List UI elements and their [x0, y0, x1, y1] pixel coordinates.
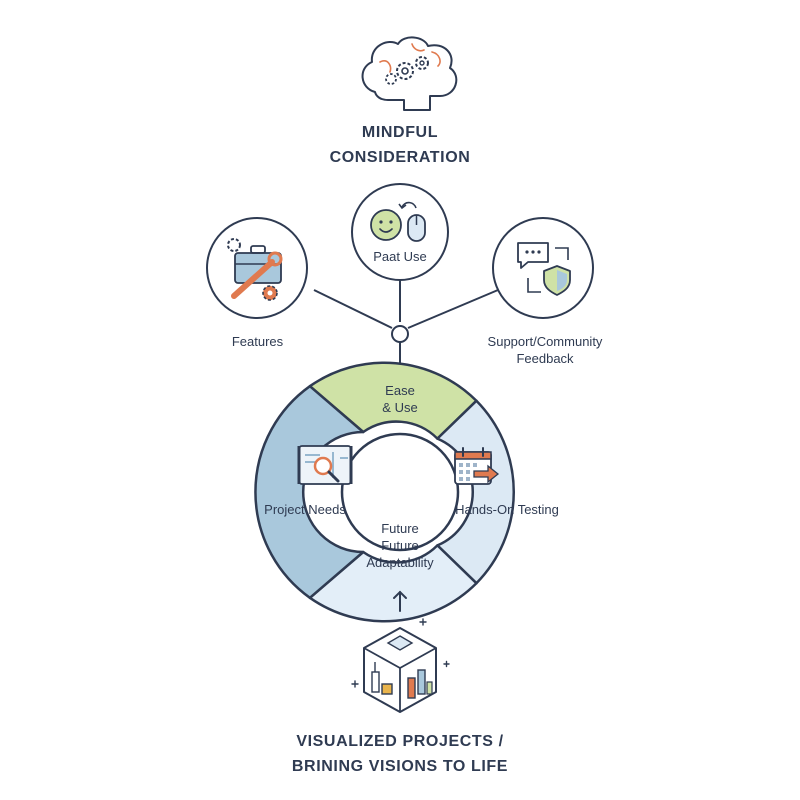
segment-label-ease-line-2: & Use [382, 400, 418, 415]
paat-use-icon-circle [351, 183, 449, 281]
junction-node [391, 325, 409, 343]
top-heading: MINDFUL CONSIDERATION [250, 120, 550, 170]
connector-line-right [407, 289, 499, 329]
bottom-heading-line-1: VISUALIZED PROJECTS / [296, 733, 504, 750]
connector-line-left [313, 289, 393, 329]
top-heading-line-1: MINDFUL [361, 124, 439, 141]
bottom-heading: VISUALIZED PROJECTS / BRINING VISIONS TO… [220, 729, 580, 779]
support-icon-circle [492, 217, 594, 319]
segment-label-ease-of-use: Ease & Use [350, 382, 450, 416]
brain-gears-icon [361, 36, 458, 111]
smiley-mouse-icon [370, 201, 426, 242]
segment-label-hands-on-testing: Hands-On Testing [455, 502, 559, 517]
segment-label-future-line-3: Adaptability [366, 555, 434, 570]
bottom-heading-line-2: BRINING VISIONS TO LIFE [291, 758, 509, 775]
paat-use-label: Paat Use [373, 249, 427, 264]
blueprint-magnifier-icon [297, 445, 353, 485]
factor-wheel [254, 361, 516, 623]
segment-label-future-line-1: Future [381, 521, 419, 536]
wheel-segment-future-adaptability [308, 544, 478, 623]
segment-label-ease-line-1: Ease [385, 383, 415, 398]
segment-label-project-needs: Project Needs [264, 502, 346, 517]
features-label: Features [231, 334, 284, 349]
support-community-label-line-2: Feedback [516, 351, 574, 366]
wheel-segment-project-needs [254, 384, 365, 600]
isometric-city-cube-icon [351, 618, 450, 713]
features-icon-circle [206, 217, 308, 319]
segment-label-future-line-2: Future [381, 538, 419, 553]
segment-label-future-adaptability: Future Future Adaptability [340, 520, 460, 571]
arrow-up-icon [393, 590, 407, 612]
wheel-center-hole [340, 432, 460, 552]
support-community-label-line-1: Support/Community [487, 334, 603, 349]
toolbox-wrench-gears-icon [227, 238, 283, 301]
support-community-label: Support/Community Feedback [460, 333, 630, 367]
wheel-segment-ease-of-use [308, 361, 478, 440]
calendar-arrow-icon [454, 447, 500, 485]
top-heading-line-2: CONSIDERATION [329, 149, 471, 166]
chat-shield-icon [517, 242, 571, 296]
